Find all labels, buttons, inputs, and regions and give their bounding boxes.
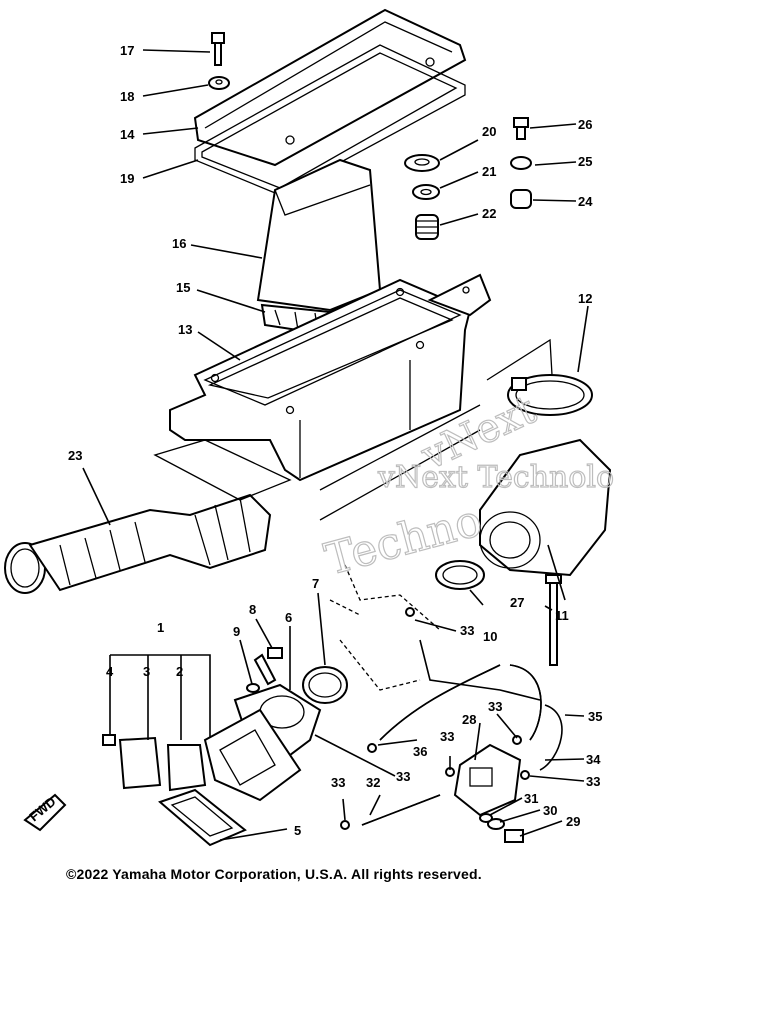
intake-duct [4,493,272,594]
screw-4 [102,734,116,746]
callout-5: 5 [294,823,301,838]
callout-26: 26 [578,117,592,132]
reed-stopper-3 [118,736,162,790]
strap-27 [545,574,562,666]
callout-7: 7 [312,576,319,591]
callout-31: 31 [524,791,538,806]
reed-valve-assembly [203,708,302,802]
callout-3: 3 [143,664,150,679]
callout-34: 34 [586,752,601,767]
callout-15: 15 [176,280,190,295]
filter-element [256,158,382,312]
callout-36: 36 [413,744,427,759]
callout-6: 6 [285,610,292,625]
callout-29: 29 [566,814,580,829]
callout-1: 1 [157,620,164,635]
callout-23: 23 [68,448,82,463]
callout-33e: 33 [331,775,345,790]
callout-24: 24 [578,194,593,209]
band-12 [507,374,593,416]
callout-11: 11 [555,608,569,623]
spring-22 [415,214,439,240]
callout-2: 2 [176,664,183,679]
band-10 [435,560,485,590]
copyright-notice: ©2022 Yamaha Motor Corporation, U.S.A. A… [66,866,482,882]
callout-13: 13 [178,322,192,337]
callout-32: 32 [366,775,380,790]
callout-16: 16 [172,236,186,251]
seal-21 [412,184,440,200]
callout-22: 22 [482,206,496,221]
callout-33d: 33 [396,769,410,784]
grommet-24 [510,189,532,209]
washer-25 [510,156,532,170]
callout-14: 14 [120,127,135,142]
carb-joint [479,438,612,577]
callout-19: 19 [120,171,134,186]
airbox-case [169,273,492,482]
airbox-cover [193,8,467,167]
callout-17: 17 [120,43,134,58]
callout-33a: 33 [460,623,474,638]
airbox-cover-gasket [194,44,466,196]
callout-33c: 33 [440,729,454,744]
clip-33 [340,607,530,830]
screw-17 [211,32,225,66]
callout-33b: 33 [488,699,502,714]
hose-35 [509,664,563,771]
watermark-line1: vNext Technolo [377,460,614,495]
callout-4: 4 [106,664,114,679]
callout-30: 30 [543,803,557,818]
callout-12: 12 [578,291,592,306]
bolt-29 [504,829,524,843]
callout-33f: 33 [586,774,600,789]
callout-10: 10 [483,629,497,644]
callout-21: 21 [482,164,496,179]
hose-34 [419,639,541,701]
callout-9: 9 [233,624,240,639]
callout-8: 8 [249,602,256,617]
leader-lines [82,49,589,841]
cap-20 [404,154,440,172]
gasket-5 [158,788,247,847]
bolt-8 [253,647,283,686]
callout-35: 35 [588,709,602,724]
callout-20: 20 [482,124,496,139]
callout-18: 18 [120,89,134,104]
washer-31 [479,813,493,823]
callout-28: 28 [462,712,476,727]
fwd-arrow-icon [23,793,67,832]
reed-petal-2 [166,744,207,792]
callout-25: 25 [578,154,592,169]
washer-18 [208,76,230,90]
callout-27: 27 [510,595,524,610]
hose-32 [361,794,441,826]
clamp-7 [302,666,348,704]
hidden-lines [153,338,553,691]
fuel-pump [453,743,522,817]
washer-9 [246,683,260,693]
bolt-26 [513,117,529,140]
hose-36 [379,664,501,741]
